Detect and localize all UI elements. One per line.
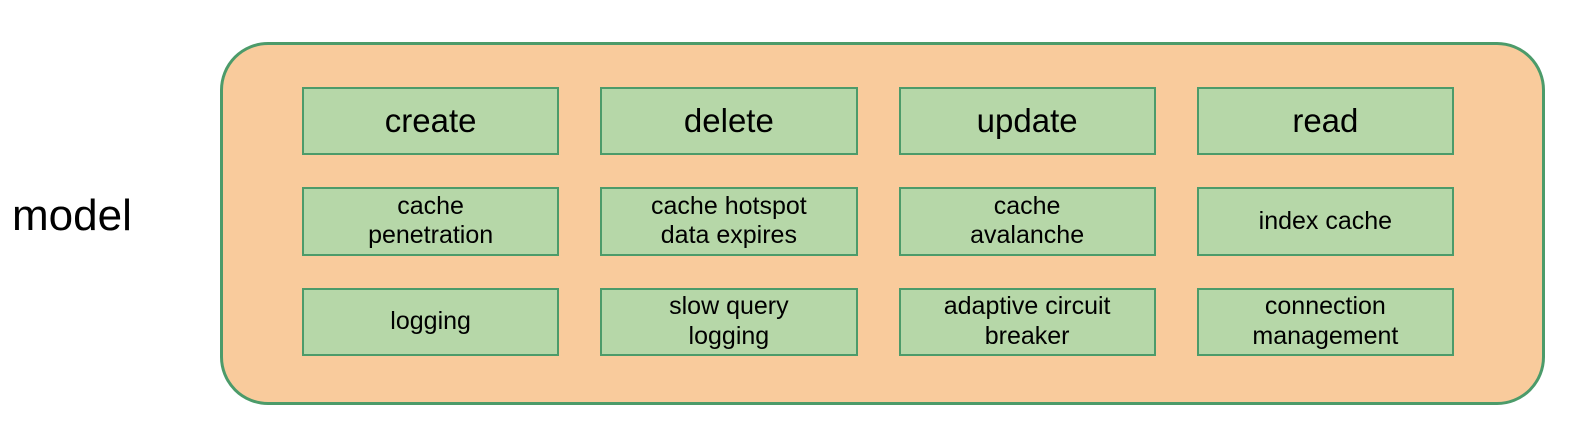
node-cache-avalanche: cache avalanche <box>898 187 1156 256</box>
node-index-cache: index cache <box>1196 187 1454 256</box>
model-container: create delete update read cache penetrat… <box>220 42 1545 405</box>
node-logging: logging <box>302 287 560 356</box>
node-slow-query-logging: slow query logging <box>600 287 858 356</box>
node-update: update <box>898 87 1156 156</box>
node-connection-management: connection management <box>1196 287 1454 356</box>
node-cache-penetration: cache penetration <box>302 187 560 256</box>
node-cache-hotspot-data-expires: cache hotspot data expires <box>600 187 858 256</box>
node-adaptive-circuit-breaker: adaptive circuit breaker <box>898 287 1156 356</box>
model-label: model <box>12 191 132 240</box>
node-read: read <box>1196 87 1454 156</box>
node-delete: delete <box>600 87 858 156</box>
node-create: create <box>302 87 560 156</box>
node-grid: create delete update read cache penetrat… <box>302 87 1454 356</box>
